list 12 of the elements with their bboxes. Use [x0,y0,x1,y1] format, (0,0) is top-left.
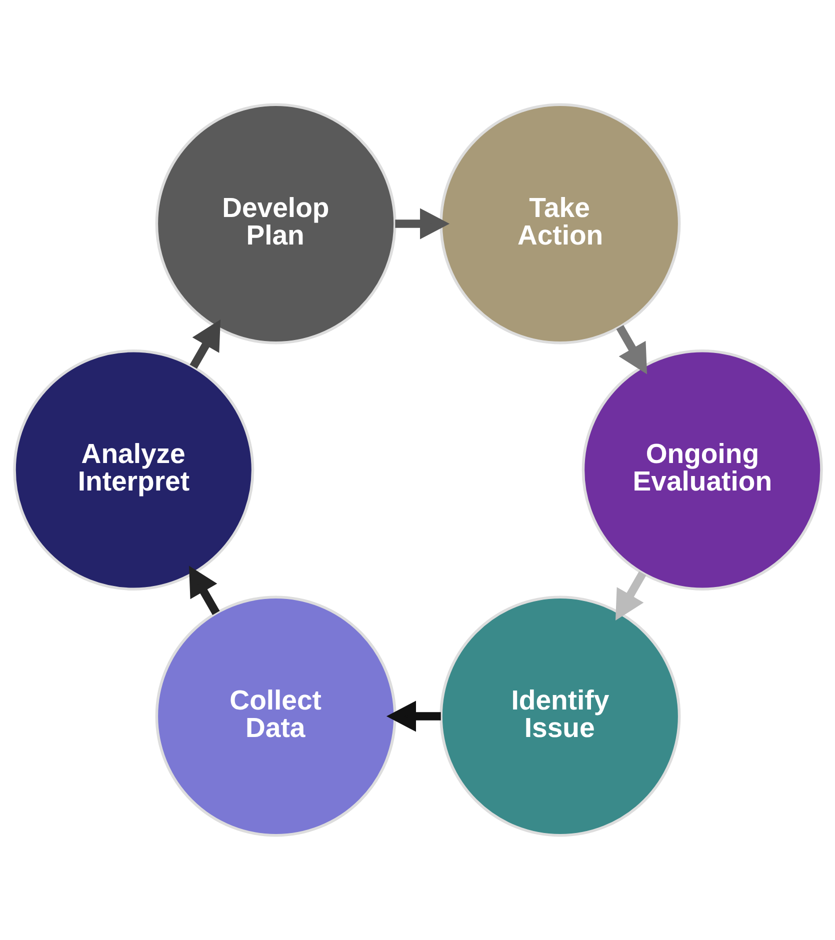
arrow [386,700,440,732]
arrow [394,208,450,240]
node-circle: Develop Plan [154,103,396,344]
arrow [615,571,646,620]
arrow [188,566,220,615]
arrow [189,320,220,369]
node-circle: Take Action [439,103,680,344]
arrow [616,325,647,374]
node-circle: Identify Issue [439,596,680,837]
node-circle: Ongoing Evaluation [581,349,822,590]
node-circle: Collect Data [154,596,396,837]
node-circle: Analyze Interpret [12,349,254,590]
